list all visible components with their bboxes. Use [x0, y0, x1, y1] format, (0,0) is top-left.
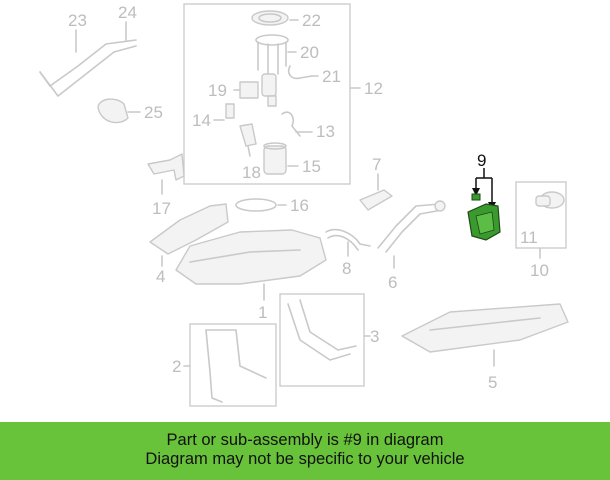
fuel-cap-box — [515, 181, 567, 249]
straps-box-2 — [189, 323, 277, 407]
fuel-filter — [263, 142, 299, 175]
callout-14: 14 — [192, 111, 211, 130]
callout-22: 22 — [302, 11, 321, 30]
straps-box-3 — [279, 293, 365, 387]
callout-19: 19 — [208, 81, 227, 100]
fuel-pump-group-box — [183, 3, 351, 185]
sender-gauge — [239, 123, 257, 157]
tank-straps-2 — [183, 329, 267, 403]
lock-ring — [251, 10, 299, 26]
mount-bracket-17 — [147, 153, 185, 195]
callout-15: 15 — [302, 157, 321, 176]
fuel-cap — [535, 191, 565, 209]
callout-6: 6 — [388, 273, 397, 292]
callout-23: 23 — [68, 11, 87, 30]
info-banner: Part or sub-assembly is #9 in diagram Di… — [0, 422, 610, 480]
highlighted-part-9 — [467, 168, 501, 241]
tank-protector — [149, 203, 229, 267]
fuel-hose-21 — [287, 65, 319, 80]
callout-7: 7 — [372, 155, 381, 174]
callout-21: 21 — [322, 67, 341, 86]
fuel-tank — [175, 229, 327, 301]
filler-hose — [325, 228, 371, 257]
filler-bracket — [359, 173, 393, 211]
callout-10: 10 — [530, 261, 549, 280]
wire-harness — [281, 111, 313, 137]
fuel-pump — [233, 73, 277, 107]
callout-11: 11 — [520, 228, 538, 247]
pump-mount-bracket — [255, 34, 297, 75]
gasket-ring — [235, 198, 287, 212]
callout-16: 16 — [290, 196, 309, 215]
banner-line-2: Diagram may not be specific to your vehi… — [145, 450, 465, 468]
callout-8: 8 — [342, 259, 351, 278]
callout-1: 1 — [258, 303, 267, 322]
callout-20: 20 — [300, 43, 319, 62]
heat-shield — [97, 98, 141, 124]
banner-line-1: Part or sub-assembly is #9 in diagram — [166, 431, 444, 449]
callout-25: 25 — [144, 103, 163, 122]
filler-pipe — [377, 200, 446, 269]
parts-diagram: 12 22 20 21 19 14 13 — [39, 3, 569, 407]
callout-5: 5 — [488, 373, 497, 392]
callout-3: 3 — [370, 327, 379, 346]
callout-2: 2 — [172, 357, 181, 376]
callout-9: 9 — [477, 151, 486, 170]
callout-17: 17 — [152, 199, 171, 218]
skid-plate — [401, 303, 569, 367]
callout-24: 24 — [118, 3, 137, 22]
tank-straps-3 — [287, 299, 371, 361]
callout-18: 18 — [242, 163, 261, 182]
callout-4: 4 — [156, 267, 165, 286]
filter-clip — [213, 103, 235, 121]
callout-12: 12 — [364, 79, 383, 98]
callout-13: 13 — [316, 122, 335, 141]
fuel-lines-23-24 — [39, 21, 137, 97]
